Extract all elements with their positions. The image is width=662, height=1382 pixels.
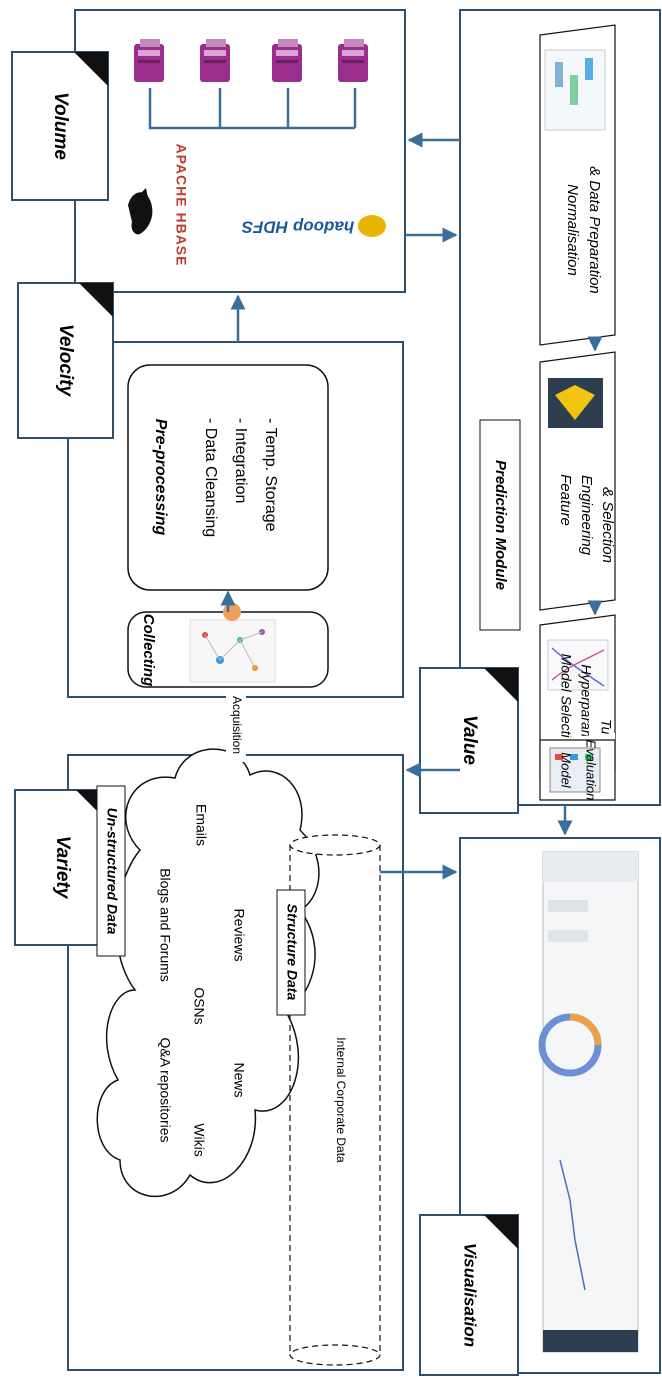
velocity-label: Velocity [55,324,76,398]
preprocessing-item-3: - Temp. Storage [262,418,279,532]
pred-step4-line1: Model [559,752,574,789]
value-label: Value [459,715,480,765]
pred-step4-line2: Evaluation [584,740,599,801]
hbase-logo: APACHE HBASE [128,144,189,267]
boxplot-icon [544,49,606,131]
pred-step1-line1: Normalisation [564,184,581,276]
pred-step2-line1: Feature [557,474,574,526]
velocity-tab: Velocity [17,282,114,439]
visualisation-label: Visualisation [461,1243,480,1347]
unstructured-item-osns: OSNs [191,987,207,1024]
server-icon [338,39,368,82]
unstructured-item-reviews: Reviews [231,909,247,962]
unstructured-item-emails: Emails [193,804,209,846]
structured-title-box [276,889,306,1016]
unstructured-item-qa: Q&A repositories [157,1037,173,1142]
preprocessing-item-1: - Data Cleansing [202,418,219,537]
preprocessing-box [127,364,329,591]
unstructured-title: Un-structured Data [104,808,120,935]
unstructured-title-box [96,785,126,957]
structured-item: Internal Corporate Data [334,1037,348,1163]
prediction-module-label: Prediction Module [492,460,509,590]
pred-step1-line2: & Data Preparation [586,166,603,294]
value-tab: Value [419,667,519,814]
visualisation-tab: Visualisation [419,1214,519,1376]
server-icons [134,39,368,130]
acquisition-label: Acquisition [230,696,244,754]
tuning-chart-icon [547,639,609,691]
collecting-title: Collecting [140,614,157,687]
network-collecting-icon [189,603,276,683]
unstructured-item-news: News [231,1062,247,1097]
dashboard-screenshot [538,851,639,1353]
pred-step2-line2: Engineering [578,475,595,556]
unstructured-item-blogs: Blogs and Forums [157,868,173,982]
variety-label: Variety [52,836,73,900]
prediction-module-box [479,419,521,631]
preprocessing-item-2: - Integration [232,418,249,503]
server-icon [200,39,230,82]
preprocessing-title: Pre-processing [152,419,169,536]
hadoop-logo-text: hadoop HDFS [241,218,354,237]
server-icon [272,39,302,82]
server-icon [134,39,164,82]
volume-label: Volume [50,92,71,160]
acquisition-label-bg [226,692,246,762]
hadoop-logo: hadoop HDFS [241,215,386,237]
unstructured-data-cloud [96,748,320,1198]
pred-step2-line3: & Selection [599,487,616,563]
unstructured-item-wikis: Wikis [191,1123,207,1156]
evaluation-clipboard-icon [549,747,601,793]
feature-engineering-icon [548,378,603,428]
variety-tab: Variety [14,789,111,946]
volume-tab: Volume [11,51,109,201]
hbase-logo-text: APACHE HBASE [173,144,189,267]
structured-title: Structure Data [284,904,300,1001]
